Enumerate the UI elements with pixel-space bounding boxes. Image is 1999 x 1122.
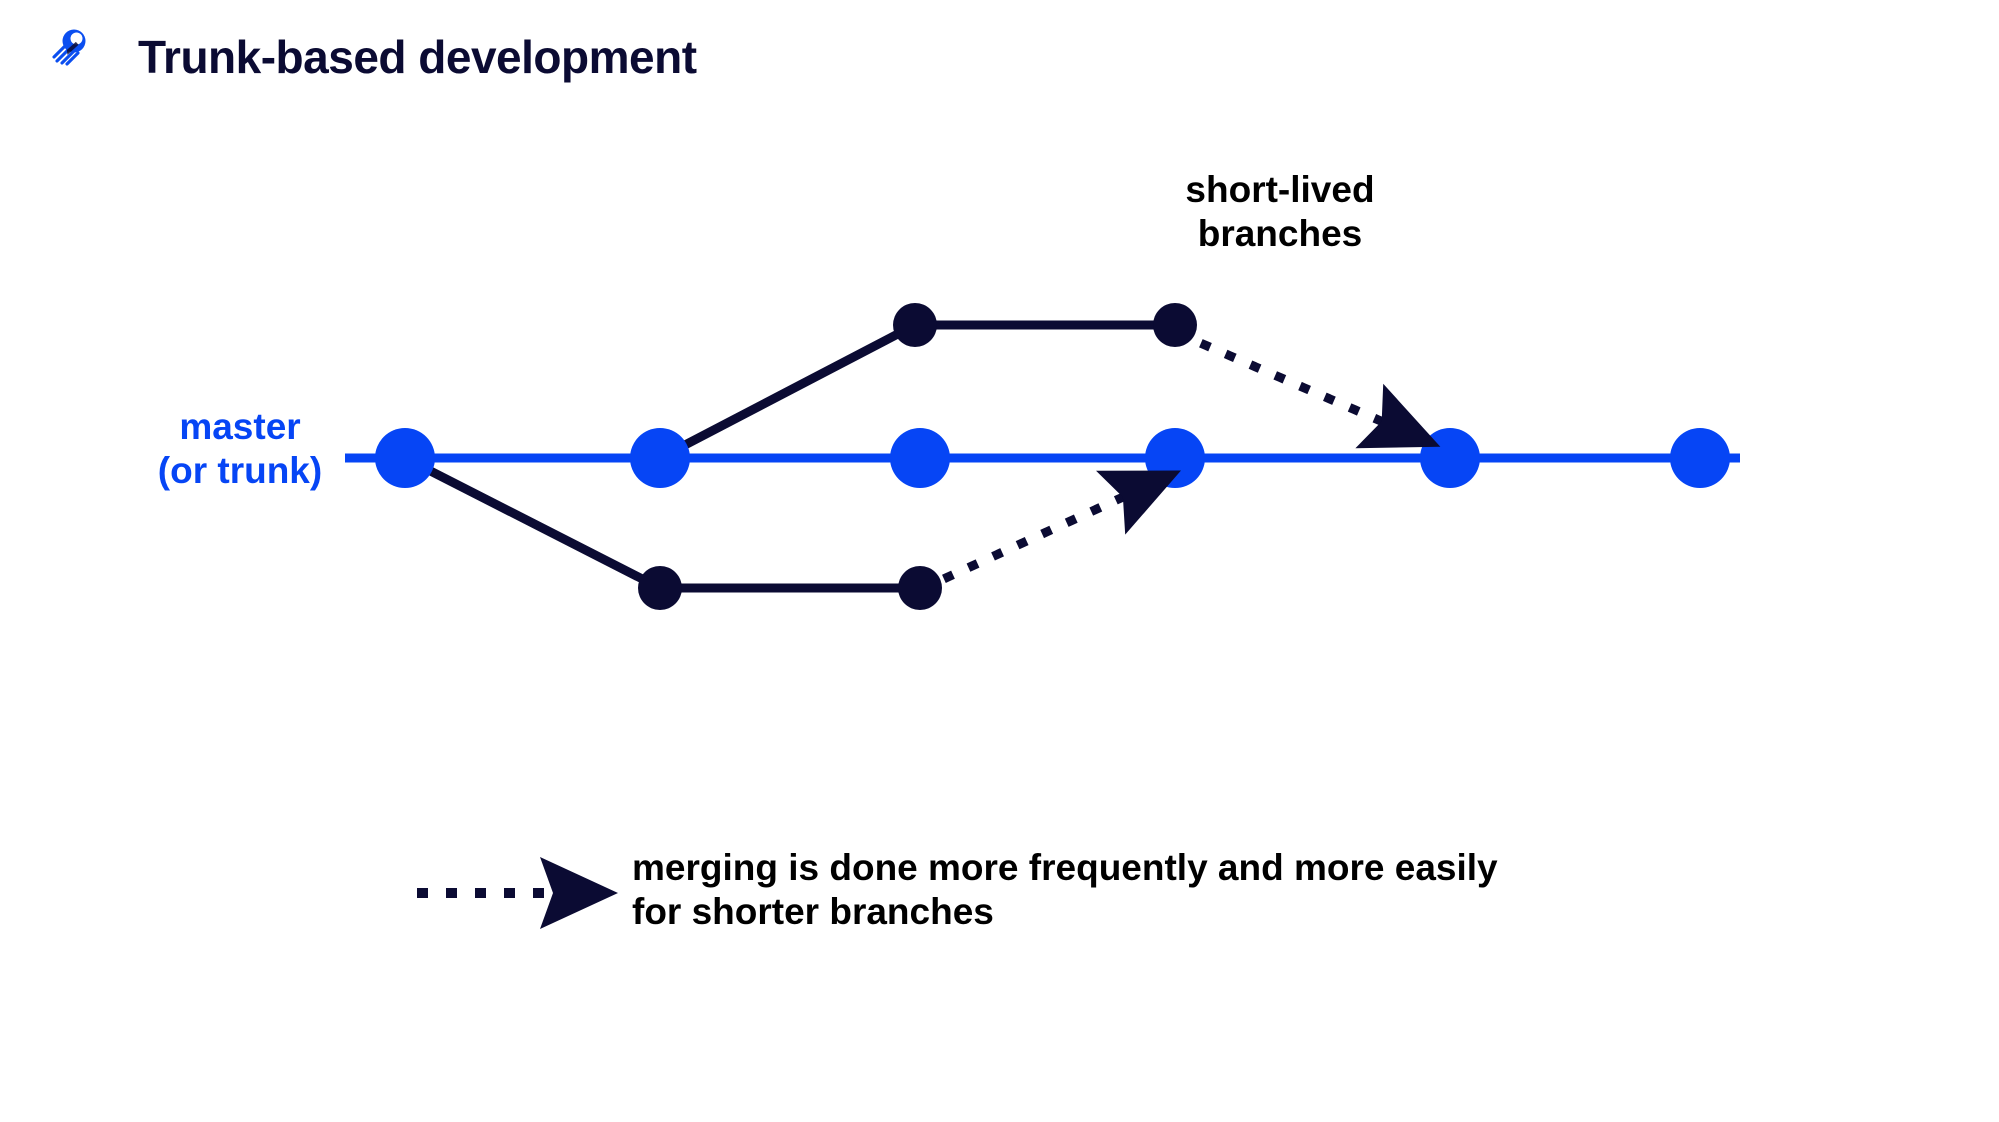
short-lived-branches-label: short-lived branches bbox=[1090, 168, 1470, 255]
lower-branch-fork-line bbox=[402, 453, 663, 593]
upper-branch-merge-arrow bbox=[1199, 339, 1441, 449]
master-node-4[interactable] bbox=[1145, 428, 1205, 488]
page-title: Trunk-based development bbox=[138, 31, 697, 83]
legend-caption: merging is done more frequently and more… bbox=[632, 846, 1832, 933]
page-header: Trunk-based development bbox=[0, 0, 1999, 110]
master-node-6[interactable] bbox=[1670, 428, 1730, 488]
master-node-5[interactable] bbox=[1420, 428, 1480, 488]
legend-line1: merging is done more frequently and more… bbox=[632, 847, 1498, 888]
branch-node-lower-2[interactable] bbox=[898, 566, 942, 610]
master-label-line1: master bbox=[179, 406, 301, 447]
master-label-line2: (or trunk) bbox=[157, 449, 323, 491]
short-lived-label-line1: short-lived bbox=[1185, 169, 1375, 210]
short-lived-label-line2: branches bbox=[1197, 212, 1363, 254]
master-branch-label: master (or trunk) bbox=[100, 405, 380, 492]
branch-connector-lines bbox=[402, 320, 1175, 593]
upper-branch-fork-line bbox=[657, 321, 918, 462]
master-node-3[interactable] bbox=[890, 428, 950, 488]
branch-commit-nodes bbox=[638, 303, 1197, 610]
lower-branch-merge-arrow bbox=[942, 470, 1182, 583]
master-node-2[interactable] bbox=[630, 428, 690, 488]
master-node-1[interactable] bbox=[375, 428, 435, 488]
branch-node-upper-2[interactable] bbox=[1153, 303, 1197, 347]
branch-node-lower-1[interactable] bbox=[638, 566, 682, 610]
rocket-icon bbox=[48, 26, 90, 68]
branch-node-upper-1[interactable] bbox=[893, 303, 937, 347]
legend-line2: for shorter branches bbox=[632, 890, 994, 932]
